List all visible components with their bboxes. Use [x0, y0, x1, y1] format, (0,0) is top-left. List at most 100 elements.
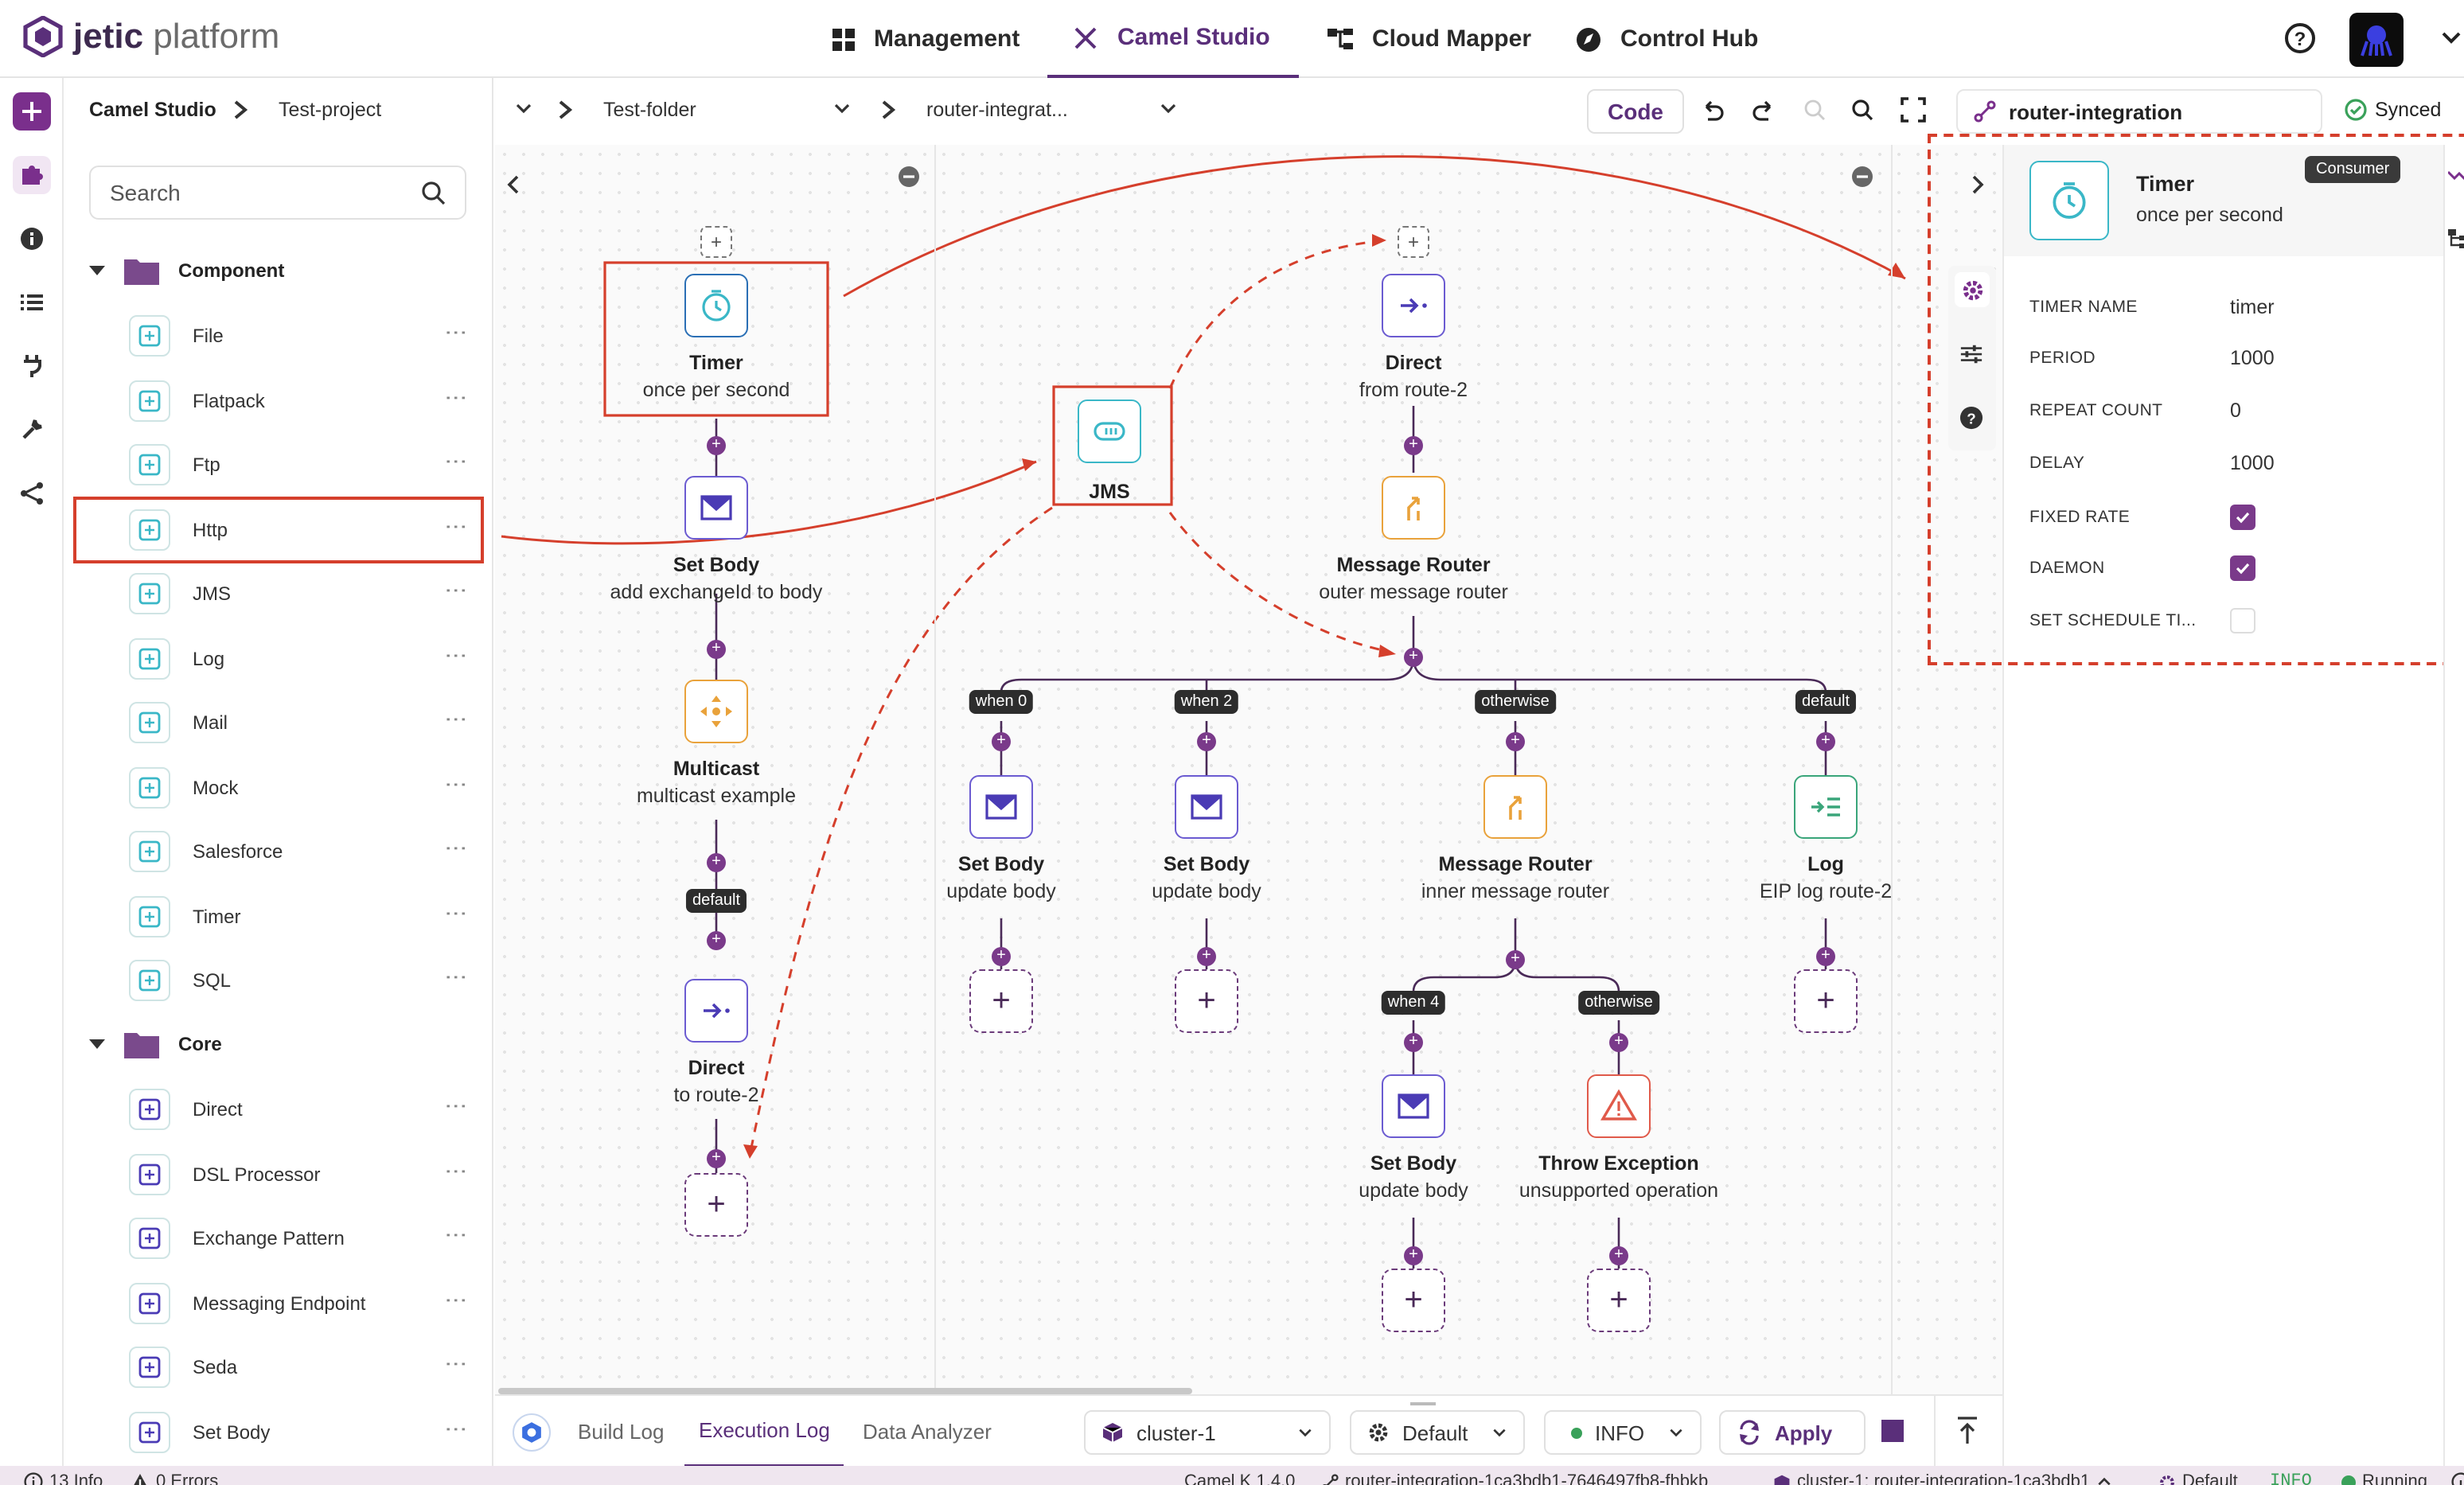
node-set-body[interactable]: Set Body update body	[1063, 775, 1350, 902]
add-step-button[interactable]: +	[969, 969, 1033, 1033]
breadcrumb-project[interactable]: Test-project	[279, 99, 533, 121]
more-vertical-icon[interactable]: ⋮	[444, 902, 470, 924]
palette-core-item[interactable]: DSL Processor⋮	[76, 1144, 481, 1204]
daemon-checkbox[interactable]	[2230, 555, 2255, 581]
zoom-out-icon[interactable]	[1802, 97, 1827, 123]
trend-icon[interactable]	[2448, 166, 2464, 185]
hierarchy-icon[interactable]	[2448, 229, 2464, 248]
node-set-body[interactable]: Set Body update body	[1270, 1074, 1557, 1202]
tab-data-analyzer[interactable]: Data Analyzer	[863, 1420, 992, 1444]
insert-step-button[interactable]: +	[707, 931, 726, 950]
fullscreen-icon[interactable]	[1901, 97, 1926, 123]
breadcrumb-root[interactable]: Camel Studio	[89, 99, 216, 121]
avatar[interactable]	[2349, 13, 2404, 67]
insert-step-button[interactable]: +	[1197, 732, 1216, 751]
code-button[interactable]: Code	[1587, 89, 1684, 134]
node-jms[interactable]: JMS	[966, 400, 1253, 503]
zoom-in-icon[interactable]	[1850, 97, 1875, 123]
palette-core-item[interactable]: Exchange Pattern⋮	[76, 1208, 481, 1269]
more-vertical-icon[interactable]: ⋮	[444, 1224, 470, 1246]
add-step-button[interactable]: +	[1587, 1269, 1651, 1332]
node-set-body[interactable]: Set Body add exchangeId to body	[573, 476, 860, 603]
chevron-down-icon[interactable]	[2440, 27, 2462, 49]
more-vertical-icon[interactable]: ⋮	[444, 966, 470, 988]
tab-execution-log[interactable]: Execution Log	[684, 1396, 844, 1467]
node-throw-exception[interactable]: Throw Exception unsupported operation	[1476, 1074, 1762, 1202]
insert-step-button[interactable]: +	[1609, 1246, 1628, 1265]
sliders-tab[interactable]	[1959, 342, 1983, 366]
palette-core-item[interactable]: Set Body⋮	[76, 1401, 481, 1462]
prepend-node-button[interactable]: +	[1398, 226, 1429, 258]
field-value[interactable]: 1000	[2230, 452, 2275, 474]
palette-component-item[interactable]: Mock⋮	[76, 757, 481, 817]
insert-step-button[interactable]: +	[1506, 950, 1525, 969]
more-vertical-icon[interactable]: ⋮	[444, 644, 470, 666]
nav-camel-studio[interactable]: Camel Studio	[1047, 0, 1299, 78]
route-minimize-icon[interactable]	[898, 166, 920, 188]
palette-core-item[interactable]: Messaging Endpoint⋮	[76, 1273, 481, 1333]
route-minimize-icon[interactable]	[1851, 166, 1873, 188]
insert-step-button[interactable]: +	[1404, 648, 1423, 667]
more-vertical-icon[interactable]: ⋮	[444, 1417, 470, 1440]
fixed-rate-checkbox[interactable]	[2230, 505, 2255, 530]
insert-step-button[interactable]: +	[707, 640, 726, 659]
more-vertical-icon[interactable]: ⋮	[444, 515, 470, 537]
insert-step-button[interactable]: +	[1816, 947, 1835, 966]
insert-step-button[interactable]: +	[1816, 732, 1835, 751]
drag-handle[interactable]	[1410, 1402, 1436, 1405]
more-vertical-icon[interactable]: ⋮	[444, 1095, 470, 1117]
add-step-button[interactable]: +	[684, 1173, 748, 1237]
apply-button[interactable]: Apply	[1719, 1410, 1866, 1455]
more-vertical-icon[interactable]: ⋮	[444, 837, 470, 859]
node-direct-from[interactable]: Direct from route-2	[1270, 274, 1557, 401]
horizontal-scrollbar[interactable]	[498, 1388, 1192, 1394]
field-schedule[interactable]: SET SCHEDULE TI...	[2029, 608, 2255, 633]
palette-component-item[interactable]: Flatpack⋮	[76, 370, 481, 431]
node-timer[interactable]: Timer once per second	[573, 274, 860, 401]
share-rail-button[interactable]	[13, 474, 51, 513]
log-level-select[interactable]: INFO	[1544, 1410, 1702, 1455]
prepend-node-button[interactable]: +	[700, 226, 732, 258]
add-step-button[interactable]: +	[1175, 969, 1238, 1033]
node-direct-to[interactable]: Direct to route-2	[573, 979, 860, 1106]
nav-control-hub[interactable]: Control Hub	[1576, 0, 1758, 78]
help-tab[interactable]: ?	[1959, 406, 1983, 430]
insert-step-button[interactable]: +	[1506, 732, 1525, 751]
nav-management[interactable]: Management	[832, 0, 1020, 78]
more-vertical-icon[interactable]: ⋮	[444, 773, 470, 795]
palette-core-item[interactable]: Seda⋮	[76, 1337, 481, 1397]
node-message-router-outer[interactable]: Message Router outer message router	[1270, 476, 1557, 603]
help-icon[interactable]: ?	[2284, 22, 2316, 54]
profile-select[interactable]: Default	[1350, 1410, 1525, 1455]
insert-step-button[interactable]: +	[707, 1149, 726, 1168]
expand-panel-icon[interactable]	[1967, 173, 1986, 196]
list-rail-button[interactable]	[13, 283, 51, 322]
more-vertical-icon[interactable]: ⋮	[444, 450, 470, 473]
node-message-router-inner[interactable]: Message Router inner message router	[1372, 775, 1659, 902]
collapse-left-icon[interactable]	[505, 173, 524, 196]
profile-status[interactable]: Default	[2158, 1472, 2238, 1485]
insert-step-button[interactable]: +	[707, 436, 726, 455]
palette-core-item[interactable]: Direct⋮	[76, 1079, 481, 1140]
redo-icon[interactable]	[1751, 97, 1776, 123]
more-vertical-icon[interactable]: ⋮	[444, 386, 470, 408]
category-component[interactable]: Component	[89, 239, 284, 302]
undo-icon[interactable]	[1700, 97, 1725, 123]
info-rail-button[interactable]	[13, 220, 51, 258]
node-log[interactable]: Log EIP log route-2	[1682, 775, 1969, 902]
stop-button[interactable]	[1875, 1413, 1910, 1448]
insert-step-button[interactable]: +	[992, 732, 1011, 751]
node-multicast[interactable]: Multicast multicast example	[573, 680, 860, 807]
add-button[interactable]	[13, 92, 51, 131]
palette-component-item[interactable]: Ftp⋮	[76, 435, 481, 495]
cluster-select[interactable]: cluster-1	[1084, 1410, 1331, 1455]
brand-logo[interactable]: jetic platform	[22, 16, 279, 57]
settings-tab[interactable]	[1955, 272, 1990, 307]
route-name-field[interactable]: router-integration	[1956, 89, 2322, 134]
more-vertical-icon[interactable]: ⋮	[444, 1160, 470, 1182]
components-rail-button[interactable]	[13, 156, 51, 194]
info-circle-icon[interactable]	[2451, 1472, 2464, 1485]
cluster-status[interactable]: cluster-1: router-integration-1ca3bdb1	[1773, 1472, 2112, 1485]
plug-rail-button[interactable]	[13, 347, 51, 385]
